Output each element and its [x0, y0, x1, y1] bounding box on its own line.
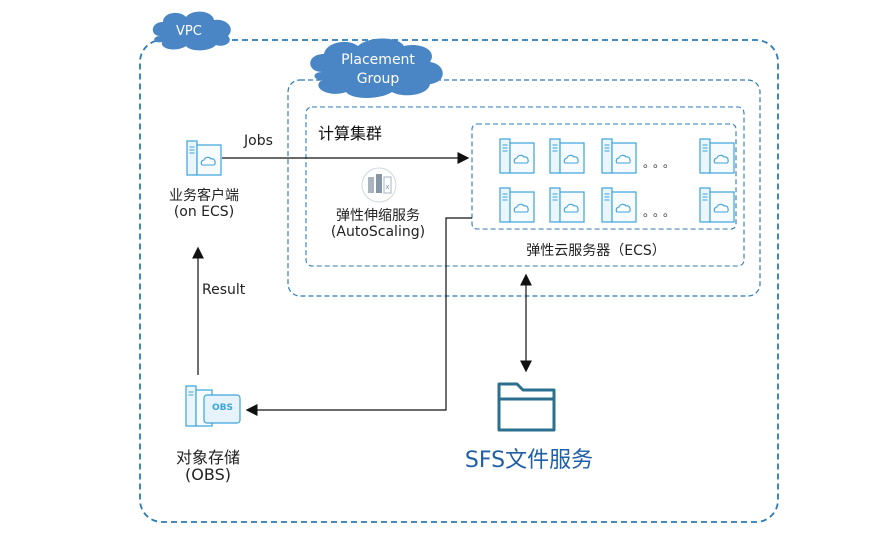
- vpc-label: VPC: [176, 24, 202, 39]
- ecs-server-icon: [601, 187, 637, 223]
- obs-icon-text: OBS: [212, 403, 233, 413]
- ecs-to-obs-arrow: [245, 217, 472, 416]
- ecs-server-icon: [549, 187, 585, 223]
- placement-group-container: [287, 79, 761, 297]
- ecs-server-icon: [699, 138, 735, 174]
- client-label-line1: 业务客户端: [169, 188, 239, 204]
- sfs-label: SFS文件服务: [464, 448, 594, 473]
- sfs-folder-icon: [497, 382, 556, 432]
- obs-label-line2: (OBS): [185, 465, 231, 484]
- placement-group-label-line1: Placement: [341, 52, 415, 68]
- ecs-ellipsis-bottom: 。。。: [643, 205, 680, 219]
- vpc-cloud-icon: [152, 11, 231, 51]
- obs-label-line1: 对象存储: [175, 448, 241, 467]
- ecs-group-label: 弹性云服务器（ECS）: [526, 243, 666, 259]
- svg-text:x: x: [385, 183, 389, 191]
- ecs-server-icon: [549, 138, 585, 174]
- ecs-server-icon: [601, 138, 637, 174]
- ecs-server-icon: [499, 187, 535, 223]
- compute-cluster-title: 计算集群: [318, 124, 383, 143]
- placement-group-cloud-icon: [310, 38, 443, 98]
- ecs-ellipsis-top: 。。。: [643, 156, 680, 170]
- jobs-label: Jobs: [244, 133, 273, 149]
- placement-group-label-line2: Group: [356, 71, 400, 87]
- ecs-server-icon: [699, 187, 735, 223]
- obs-storage-icon: [185, 385, 241, 427]
- ecs-server-icon: [499, 138, 535, 174]
- autoscaling-icon: x: [361, 167, 397, 203]
- autoscaling-label-line2: (AutoScaling): [330, 224, 426, 240]
- client-label-line2: (on ECS): [173, 204, 235, 220]
- compute-cluster-container: [305, 106, 745, 267]
- ecs-server-icons: [499, 138, 735, 223]
- client-server-icon: [186, 140, 222, 176]
- result-label: Result: [202, 282, 246, 298]
- ecs-group-container: [471, 123, 737, 230]
- autoscaling-label-line1: 弹性伸缩服务: [336, 208, 420, 224]
